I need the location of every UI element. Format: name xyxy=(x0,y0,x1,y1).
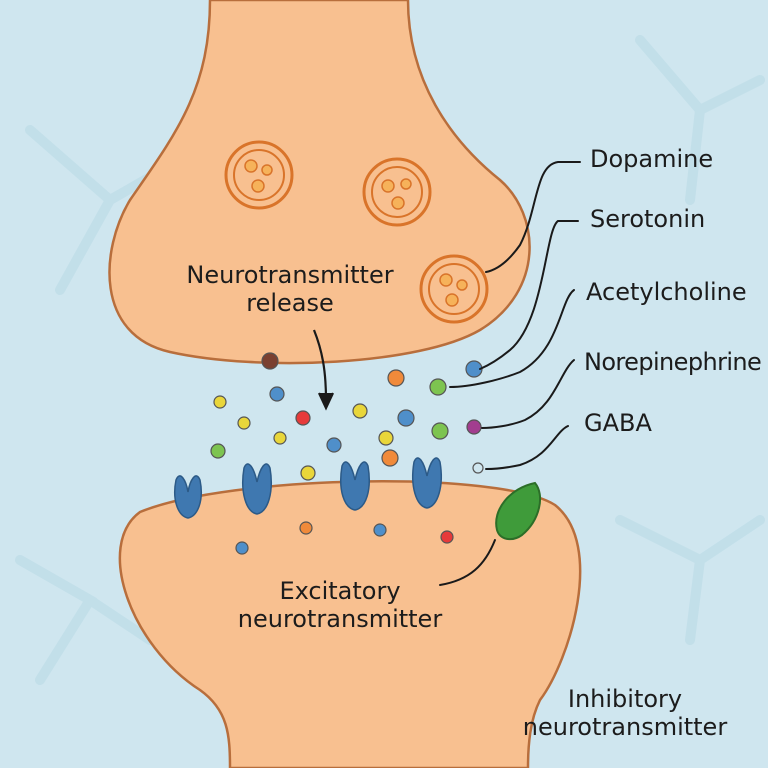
molecule xyxy=(397,409,415,427)
vesicle xyxy=(419,254,489,324)
molecule xyxy=(326,437,342,453)
label-inhibitory-neurotransmitter: Inhibitory neurotransmitter xyxy=(500,685,750,741)
gaba-leader xyxy=(485,425,569,470)
molecule xyxy=(261,352,279,370)
neurotransmitter-molecules xyxy=(210,352,484,555)
label-neurotransmitter-release: Neurotransmitter release xyxy=(160,261,420,317)
norepinephrine-leader xyxy=(481,359,575,429)
release-line-1: Neurotransmitter xyxy=(186,261,394,289)
receptor xyxy=(242,463,272,515)
molecule xyxy=(235,541,249,555)
receptor xyxy=(412,457,442,509)
acetylcholine-leader xyxy=(449,289,575,388)
molecule xyxy=(299,521,313,535)
molecule xyxy=(295,410,311,426)
molecule xyxy=(429,378,447,396)
molecule xyxy=(237,416,251,430)
receptor xyxy=(174,475,202,519)
label-norepinephrine: Norepinephrine xyxy=(584,348,762,376)
dopamine-leader xyxy=(485,161,581,273)
label-gaba: GABA xyxy=(584,409,652,437)
molecule xyxy=(213,395,227,409)
label-serotonin: Serotonin xyxy=(590,205,706,233)
molecule xyxy=(431,422,449,440)
molecule xyxy=(381,449,399,467)
serotonin-leader xyxy=(479,220,579,370)
label-dopamine: Dopamine xyxy=(590,145,714,173)
molecule xyxy=(472,462,484,474)
molecule xyxy=(269,386,285,402)
molecule xyxy=(210,443,226,459)
inhibitory-receptor xyxy=(495,481,542,541)
background-cells xyxy=(15,35,765,685)
molecule xyxy=(387,369,405,387)
excitatory-line-1: Excitatory xyxy=(279,577,401,605)
release-line-2: release xyxy=(246,288,334,317)
molecule xyxy=(373,523,387,537)
leader-lines xyxy=(439,161,581,586)
label-acetylcholine: Acetylcholine xyxy=(586,278,747,306)
inhibitory-line-2: neurotransmitter xyxy=(522,712,728,741)
molecule xyxy=(440,530,454,544)
inhibitory-line-1: Inhibitory xyxy=(567,685,683,713)
receptor xyxy=(340,461,370,511)
release-arrow xyxy=(312,329,334,411)
label-excitatory-neurotransmitter: Excitatory neurotransmitter xyxy=(210,577,470,633)
molecule xyxy=(273,431,287,445)
excitatory-line-2: neurotransmitter xyxy=(237,604,443,633)
vesicle xyxy=(224,140,294,210)
vesicle xyxy=(362,157,432,227)
inhibitory-leader xyxy=(439,539,496,586)
molecule xyxy=(378,430,394,446)
molecule xyxy=(466,419,482,435)
molecule xyxy=(300,465,316,481)
molecule xyxy=(352,403,368,419)
